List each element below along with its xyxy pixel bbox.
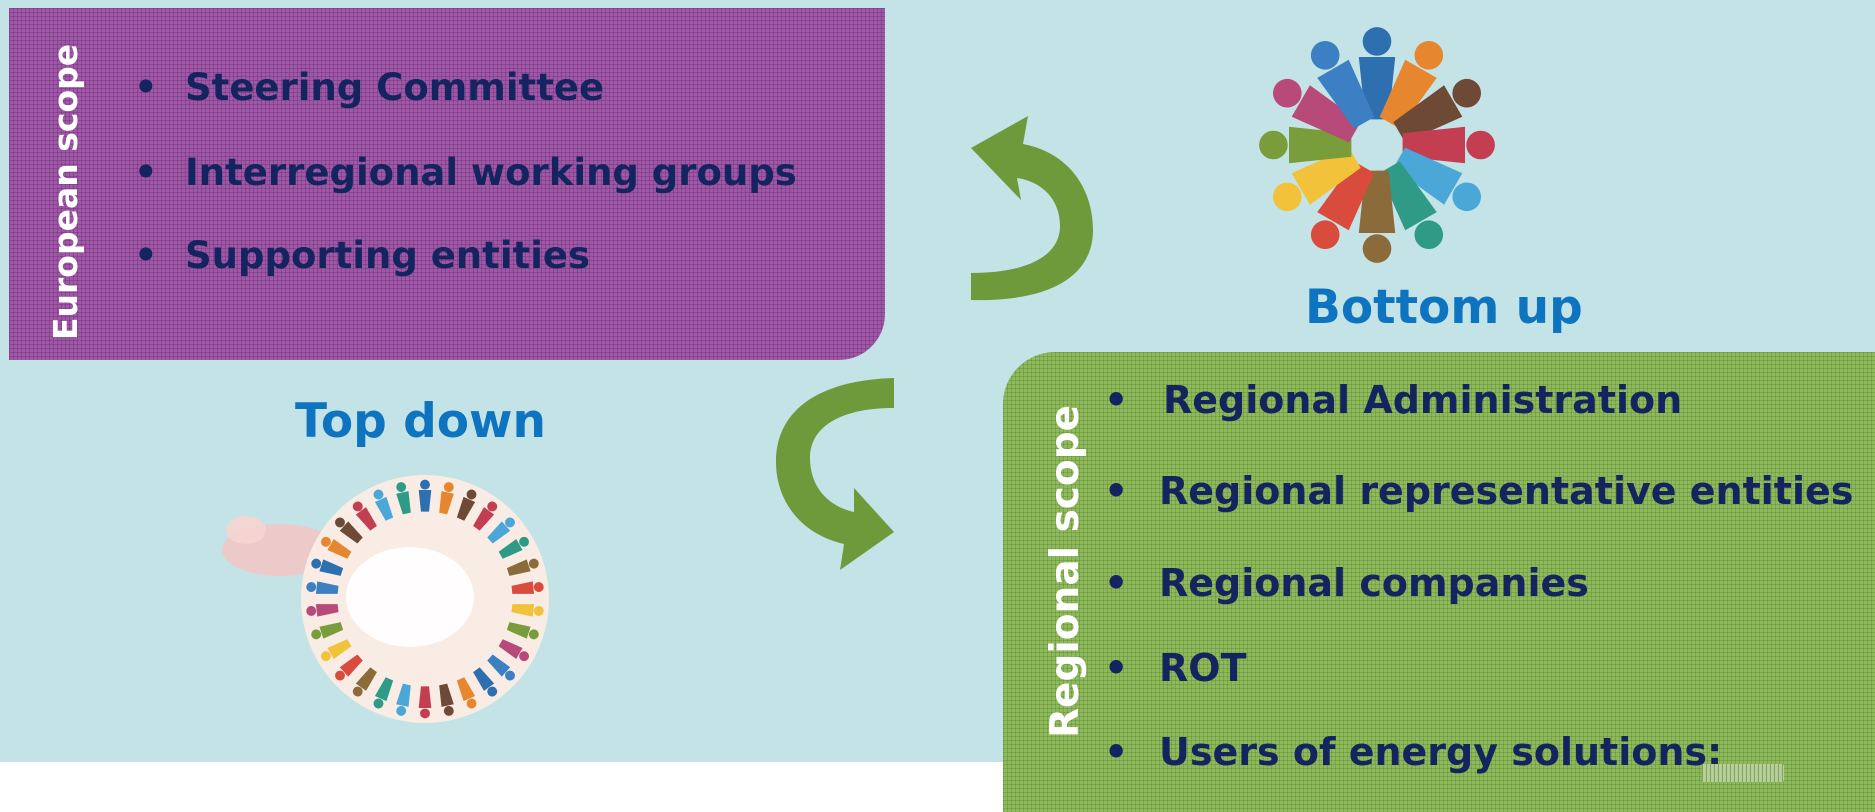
regional-scope-label: Regional scope: [1043, 404, 1088, 738]
curved-arrow-up-icon: [971, 116, 1093, 301]
people-around-globe-illustration: [222, 475, 549, 723]
european-scope-panel: [9, 8, 885, 360]
european-scope-label: European scope: [46, 43, 85, 340]
people-circle-illustration: [1259, 27, 1495, 263]
regional-scope-panel: [1003, 352, 1875, 812]
curved-arrow-down-icon: [776, 378, 894, 570]
footer-mark: [1702, 764, 1784, 782]
bottom-up-heading: Bottom up: [1305, 280, 1583, 335]
top-down-heading: Top down: [295, 394, 546, 449]
